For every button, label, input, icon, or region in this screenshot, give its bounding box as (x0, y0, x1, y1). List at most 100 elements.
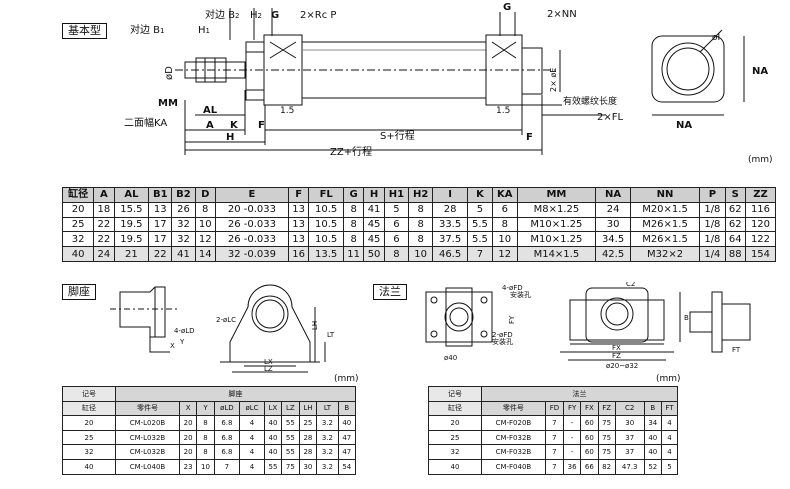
table-cell: 6 (383, 231, 410, 248)
table-cell: 10 (492, 231, 518, 248)
foot-lc: 2-øLC (216, 316, 236, 324)
dim-phi-d: øD (164, 66, 175, 80)
table-cell: 5.5 (466, 231, 494, 248)
table-cell: 33.5 (432, 216, 468, 233)
table-cell: 8 (342, 216, 365, 233)
table-cell: 62 (724, 216, 746, 233)
table-cell: 8 (492, 216, 518, 233)
table-cell: 40 (61, 246, 95, 262)
table-cell: - (562, 429, 582, 446)
table-cell: 28 (432, 201, 468, 218)
dim-s: S+行程 (380, 129, 415, 142)
table-cell: 5 (660, 458, 679, 475)
table-cell: 18 (93, 201, 115, 218)
table-cell: 55 (281, 415, 300, 431)
table-cell: 8 (383, 246, 410, 262)
table-cell: 5 (466, 201, 494, 218)
foot-ld: 4-øLD (174, 327, 195, 335)
table-cell: 82 (597, 458, 616, 475)
foot-x: X (170, 342, 175, 350)
flange-col-fz: FZ (597, 400, 616, 417)
table-cell: 5.5 (466, 216, 494, 233)
table-cell: 28 (298, 429, 318, 446)
cylinder-drawing: 对边 B1 对边 B2 H1 H2 G 2×Rc P G 2×NN øD 2× … (124, 2, 768, 158)
table-cell: 24 (93, 246, 115, 262)
dim-b1: 对边 B1 (130, 23, 165, 36)
table-cell: 1/4 (699, 246, 726, 262)
table-cell: CM-F040B (481, 458, 546, 475)
table-cell: 22 (93, 231, 115, 248)
table-cell: 17 (148, 231, 173, 248)
foot-col-x: X (178, 400, 198, 417)
flange-col-part: 零件号 (481, 400, 546, 417)
table-cell: 20 (178, 429, 198, 446)
flange-group-header: 法兰 (481, 386, 678, 402)
end-view-bore (661, 42, 715, 96)
table-cell: 8 (342, 231, 365, 248)
table-cell: 22 (148, 246, 173, 262)
table-cell: 116 (744, 201, 777, 218)
table-cell: 25 (298, 415, 318, 431)
table-cell: 13 (148, 201, 173, 218)
table-cell: 34 (643, 415, 662, 431)
flange-corner-top: 记号 (428, 386, 482, 402)
table-cell: 6.8 (213, 444, 241, 460)
table-cell: 28 (298, 444, 318, 460)
table-cell: 6 (383, 216, 410, 233)
table-cell: 7 (213, 458, 241, 475)
table-cell: 7 (544, 444, 564, 460)
dim-rc-p: 2×Rc P (300, 10, 336, 21)
col-na: NA (595, 187, 631, 203)
table-cell: 40 (643, 444, 662, 460)
table-cell: CM-F020B (481, 415, 546, 431)
foot-col-lh: LH (298, 400, 318, 417)
table-cell: 75 (281, 458, 300, 475)
table-cell: 20 (178, 415, 198, 431)
table-cell: 8 (196, 415, 215, 431)
table-cell: 8 (408, 216, 434, 233)
dim-15a: 1.5 (280, 106, 294, 116)
table-cell: 1/8 (699, 231, 726, 248)
dim-h2: H2 (250, 10, 262, 21)
table-cell: 40 (62, 458, 116, 475)
foot-corner-bottom: 缸径 (62, 400, 116, 417)
table-cell: 13 (287, 216, 310, 233)
table-cell: 10 (196, 458, 215, 475)
col-al: AL (113, 187, 150, 203)
rear-boss (521, 47, 543, 95)
col-f: F (287, 187, 310, 203)
table-cell: 64 (724, 231, 746, 248)
unit-mm-flange: (mm) (656, 374, 681, 384)
foot-table: 记号 脚座 缸径 零件号 X Y øLD øLC LX LZ LH LT B 2… (62, 386, 357, 475)
table-cell: 24 (595, 201, 631, 218)
dim-15b: 1.5 (496, 106, 510, 116)
table-cell: M26×1.5 (629, 216, 701, 233)
table-cell: 15.5 (113, 201, 150, 218)
dim-ka: 二面幅KA (124, 116, 167, 129)
table-cell: 75 (597, 415, 616, 431)
table-cell: 8 (196, 444, 215, 460)
col-mm: MM (516, 187, 597, 203)
col-s: S (724, 187, 746, 203)
table-cell: 3.2 (316, 458, 339, 475)
table-cell: 17 (148, 216, 173, 233)
table-cell: - (562, 444, 582, 460)
dim-zz: ZZ+行程 (330, 145, 372, 158)
table-cell: 36 (562, 458, 582, 475)
flange-phi40: ø40 (444, 354, 457, 362)
col-e: E (214, 187, 289, 203)
flange-col-fy: FY (562, 400, 582, 417)
flange-col-fd: FD (544, 400, 564, 417)
dim-na-right: NA (752, 66, 768, 77)
mount-nut (245, 41, 265, 101)
table-cell: 25 (62, 429, 116, 446)
dim-al: AL (203, 105, 218, 116)
foot-lh: LH (311, 321, 319, 330)
